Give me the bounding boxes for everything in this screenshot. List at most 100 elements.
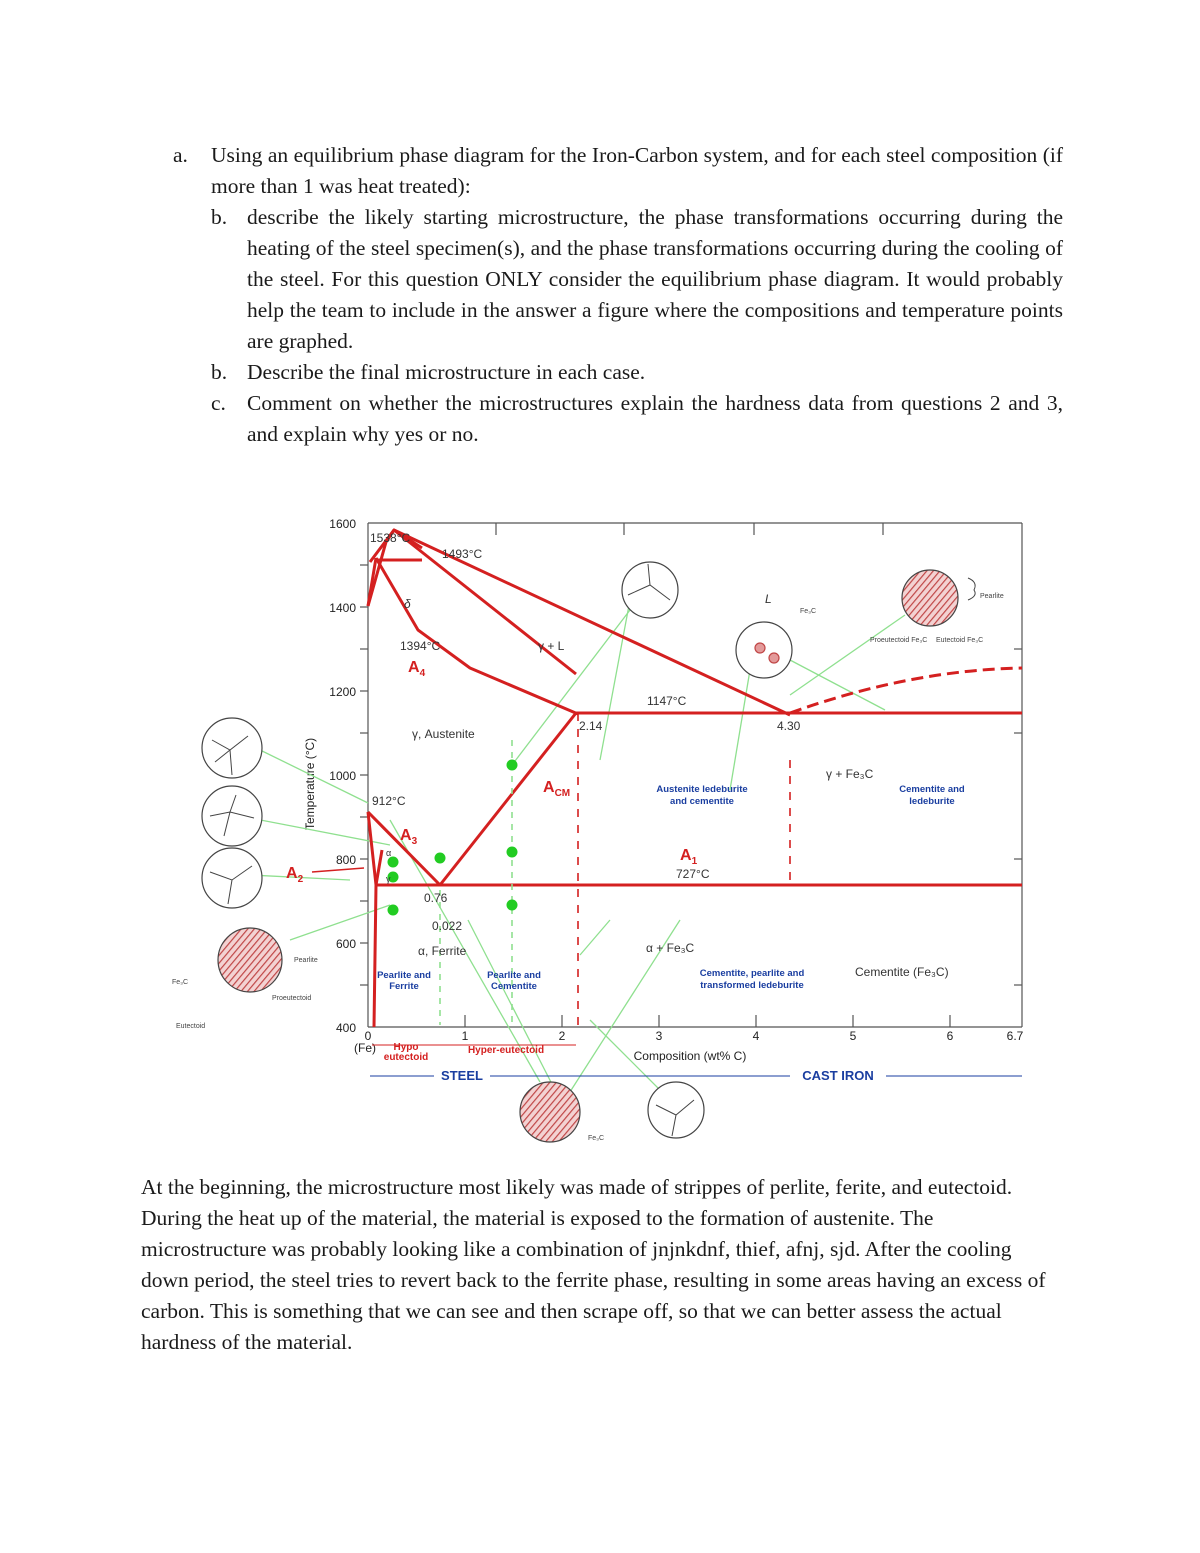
pearlite-ferrite-line-1: Pearlite and xyxy=(377,970,431,981)
y-tick-label: 1000 xyxy=(329,769,356,783)
iron-carbon-phase-diagram: 1600 1400 1200 1000 800 600 400 Temperat… xyxy=(150,500,1030,1160)
question-marker: c. xyxy=(211,388,247,450)
cementite-pearlite-line-2: transformed ledeburite xyxy=(700,980,803,991)
austenite-label: γ, Austenite xyxy=(412,727,475,741)
temp-1538: 1538°C xyxy=(370,531,410,545)
composition-076: 0.76 xyxy=(424,891,448,905)
temperature-point xyxy=(388,905,399,916)
liquid-austenite-micrograph xyxy=(622,562,678,618)
callout-pearlite-right: Pearlite xyxy=(980,593,1004,600)
y-tick-labels: 1600 1400 1200 1000 800 600 400 xyxy=(329,517,356,1035)
temp-1493: 1493°C xyxy=(442,547,482,561)
y-tick-label: 1400 xyxy=(329,601,356,615)
temp-727: 727°C xyxy=(676,867,710,881)
x-tick-label: 1 xyxy=(462,1029,469,1043)
question-a: a. Using an equilibrium phase diagram fo… xyxy=(173,140,1063,202)
microstructure-circles xyxy=(202,562,958,1142)
answer-paragraph: At the beginning, the microstructure mos… xyxy=(141,1172,1061,1358)
steel-label: STEEL xyxy=(441,1068,483,1083)
gamma-fe3c-label: γ + Fe₃C xyxy=(826,767,874,781)
austenite-ledeburite-line-1: Austenite ledeburite xyxy=(656,784,747,795)
question-text: Describe the final microstructure in eac… xyxy=(247,357,1063,388)
a2-label: A2 xyxy=(286,865,304,885)
y-tick-label: 400 xyxy=(336,1021,356,1035)
composition-0022: 0.022 xyxy=(432,919,462,933)
x-tick-labels: 0 1 2 3 4 5 6 6.7 xyxy=(365,1029,1024,1043)
temperature-point xyxy=(435,853,446,864)
liquidus-extension xyxy=(790,668,1022,713)
temp-1394: 1394°C xyxy=(400,639,440,653)
cementite-pearlite-line-1: Cementite, pearlite and xyxy=(700,968,805,979)
cementite-ledeburite-micrograph xyxy=(902,570,958,626)
pearlite-bracket xyxy=(968,578,975,600)
a2-arrow xyxy=(312,868,364,872)
question-sub-2: b. Describe the final microstructure in … xyxy=(211,357,1063,388)
x-tick-label: 4 xyxy=(753,1029,760,1043)
question-text: Comment on whether the microstructures e… xyxy=(247,388,1063,450)
answer-text-block: At the beginning, the microstructure mos… xyxy=(141,1172,1061,1358)
fe-label: (Fe) xyxy=(354,1041,376,1055)
pearlite-cementite-line-1: Pearlite and xyxy=(487,970,541,981)
austenite-grain-micrograph xyxy=(648,1082,704,1138)
temperature-point xyxy=(388,857,399,868)
gamma-small-label: γ xyxy=(386,874,391,884)
question-marker: b. xyxy=(211,357,247,388)
cementite-fe3c-label: Cementite (Fe₃C) xyxy=(855,965,949,979)
callout-fe3c: Fe₃C xyxy=(172,979,188,986)
a4-label: A4 xyxy=(408,659,426,679)
temperature-point xyxy=(507,900,518,911)
austenite-ledeburite-line-2: and cementite xyxy=(670,796,734,807)
question-text: Using an equilibrium phase diagram for t… xyxy=(211,140,1063,202)
x-tick-label: 6.7 xyxy=(1007,1029,1024,1043)
liquid-label: L xyxy=(765,592,772,606)
y-tick-label: 1200 xyxy=(329,685,356,699)
y-tick-label: 600 xyxy=(336,937,356,951)
callout-fe3c-bottom: Fe₃C xyxy=(588,1135,604,1142)
gamma-l-label: γ + L xyxy=(538,639,565,653)
delta-label: δ xyxy=(404,597,411,611)
y-tick-label: 1600 xyxy=(329,517,356,531)
y-tick-label: 800 xyxy=(336,853,356,867)
cementite-ledeburite-line-1: Cementite and xyxy=(899,784,965,795)
ferrite-micrograph xyxy=(202,848,262,908)
question-marker: b. xyxy=(211,202,247,357)
question-sub-1: b. describe the likely starting microstr… xyxy=(211,202,1063,357)
y-axis-label: Temperature (°C) xyxy=(303,738,317,830)
x-tick-label: 3 xyxy=(656,1029,663,1043)
composition-labels: 2.14 4.30 0.76 0.022 xyxy=(424,719,801,933)
question-text: describe the likely starting microstruct… xyxy=(247,202,1063,357)
phase-diagram-svg: 1600 1400 1200 1000 800 600 400 Temperat… xyxy=(150,500,1030,1160)
temperature-point xyxy=(507,847,518,858)
callout-pearlite: Pearlite xyxy=(294,957,318,964)
composition-430: 4.30 xyxy=(777,719,801,733)
a3-label: A3 xyxy=(400,827,418,847)
pearlite-ferrite-line-2: Ferrite xyxy=(389,981,419,992)
hyper-eutectoid-micrograph xyxy=(520,1082,580,1142)
eutectoid-label: eutectoid xyxy=(384,1052,428,1063)
callout-eutectoid: Eutectoid xyxy=(176,1023,205,1030)
callout-fe3c-ledeburite: Fe₃C xyxy=(800,608,816,615)
question-sub-3: c. Comment on whether the microstructure… xyxy=(211,388,1063,450)
question-list: a. Using an equilibrium phase diagram fo… xyxy=(173,140,1063,450)
pearlite-cementite-line-2: Cementite xyxy=(491,981,537,992)
temp-1147: 1147°C xyxy=(647,694,687,708)
alpha-fe3c-label: α + Fe₃C xyxy=(646,941,695,955)
pearlite-micrograph xyxy=(218,928,282,992)
composition-214: 2.14 xyxy=(579,719,603,733)
x-tick-label: 6 xyxy=(947,1029,954,1043)
hyper-eutectoid-label: Hyper-eutectoid xyxy=(468,1045,544,1056)
microstructure-labels: Pearlite and Ferrite Pearlite and Cement… xyxy=(377,784,965,992)
ferrite-label: α, Ferrite xyxy=(418,944,467,958)
alpha-small-label: α xyxy=(386,848,391,858)
x-tick-label: 5 xyxy=(850,1029,857,1043)
question-marker: a. xyxy=(173,140,211,202)
a1-label: A1 xyxy=(680,847,698,867)
cast-iron-label: CAST IRON xyxy=(802,1068,874,1083)
callout-eutectoid-fe3c: Eutectoid Fe₃C xyxy=(936,637,983,644)
cementite-ledeburite-line-2: ledeburite xyxy=(909,796,954,807)
temperature-point xyxy=(507,760,518,771)
callout-proeutectoid: Proeutectoid xyxy=(272,995,311,1002)
temp-912: 912°C xyxy=(372,794,406,808)
x-axis-label: Composition (wt% C) xyxy=(634,1049,747,1063)
x-tick-label: 2 xyxy=(559,1029,566,1043)
